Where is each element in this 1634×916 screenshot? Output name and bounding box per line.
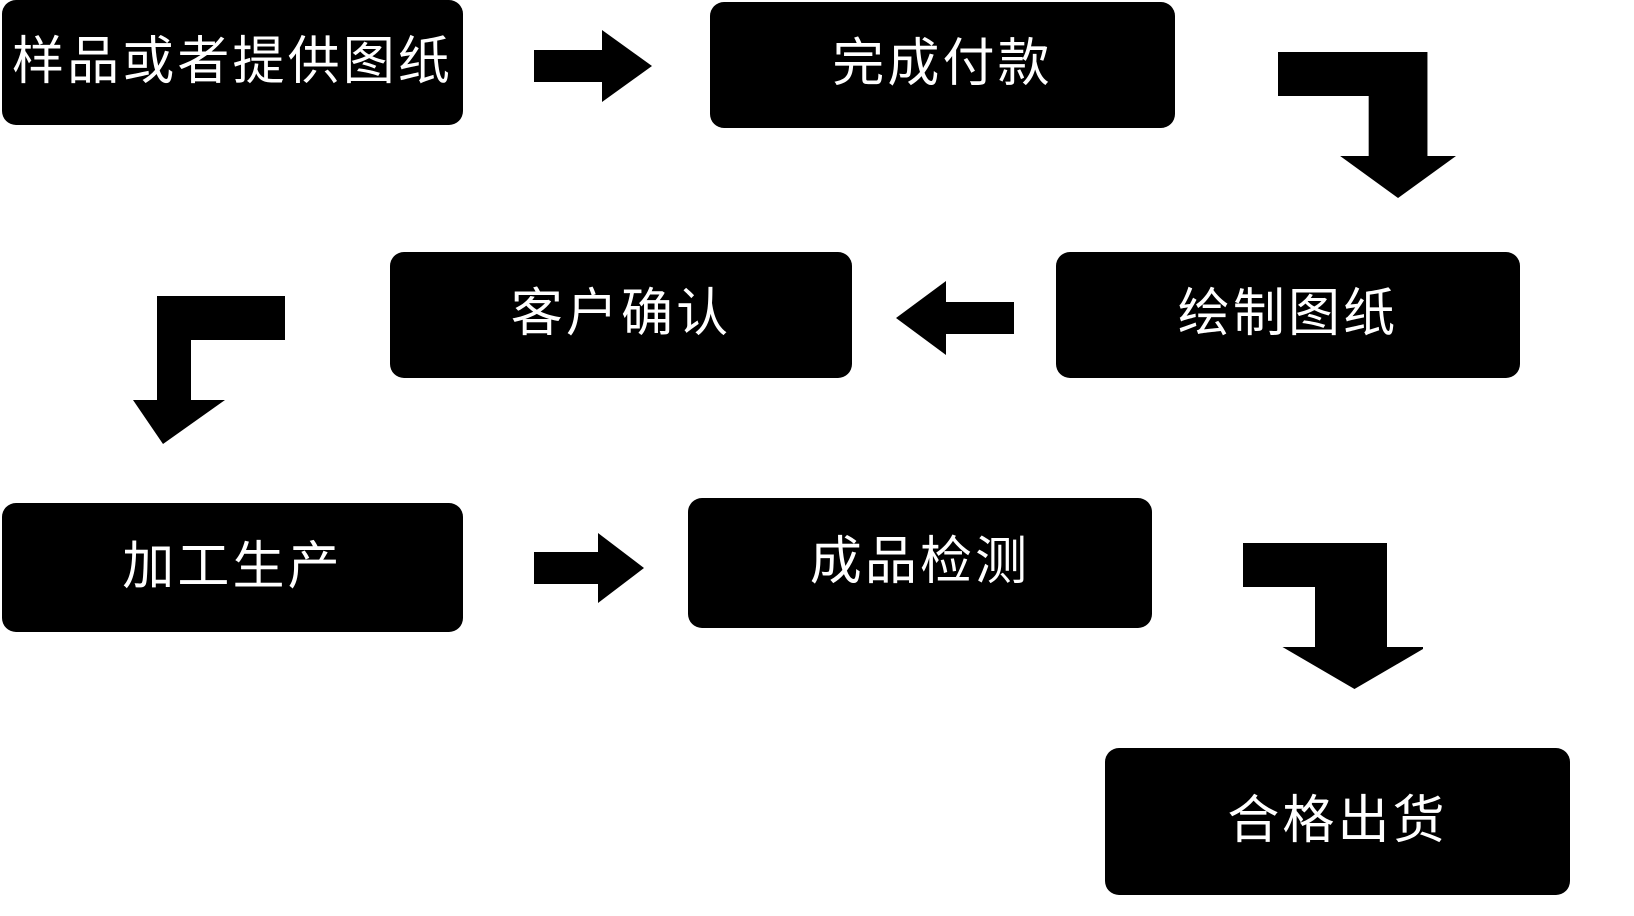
flow-node-label: 绘制图纸 [1177, 284, 1399, 345]
flow-node-payment[interactable]: 完成付款 [710, 2, 1175, 128]
flow-node-shipping[interactable]: 合格出货 [1105, 748, 1570, 895]
arrow-right-icon [534, 533, 644, 603]
flow-node-drawing[interactable]: 绘制图纸 [1056, 252, 1520, 378]
arrow-elbow-right-down-icon [1278, 52, 1456, 198]
flow-node-confirm[interactable]: 客户确认 [390, 252, 852, 378]
flow-node-label: 完成付款 [832, 34, 1053, 95]
flow-node-label: 客户确认 [510, 284, 732, 345]
flow-node-label: 样品或者提供图纸 [12, 31, 453, 92]
flow-node-label: 成品检测 [809, 532, 1031, 593]
arrow-elbow-right-down-icon [1243, 543, 1423, 689]
arrow-elbow-left-down-icon [133, 296, 285, 444]
arrow-right-icon [534, 30, 652, 102]
flow-node-sample[interactable]: 样品或者提供图纸 [2, 0, 463, 125]
flow-node-label: 合格出货 [1227, 790, 1448, 851]
arrow-left-icon [896, 281, 1014, 355]
flow-node-inspection[interactable]: 成品检测 [688, 498, 1152, 628]
flow-node-label: 加工生产 [122, 536, 343, 597]
flow-node-production[interactable]: 加工生产 [2, 503, 463, 632]
